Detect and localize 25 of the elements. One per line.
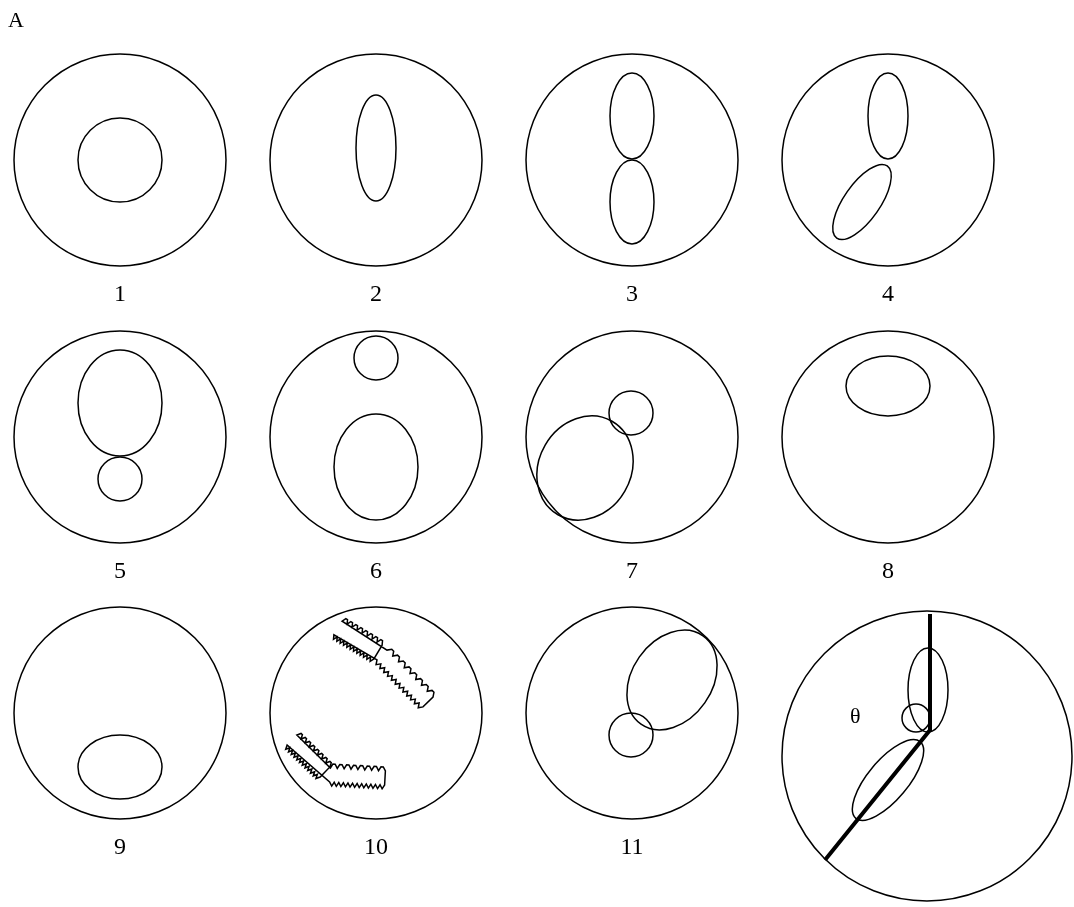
panel-letter: A [8,8,24,32]
circle-diagram [13,330,227,544]
circle-diagram [781,610,1073,902]
circle-diagram [269,53,483,267]
circle-diagram [525,606,739,820]
circle-diagram [13,53,227,267]
circle-diagram [525,330,739,544]
circle-diagram [781,330,995,544]
figure-number: 1 [113,279,127,307]
angle-label: θ [850,704,861,728]
figure-number: 3 [625,279,639,307]
circle-diagram [269,606,483,820]
circle-diagram [13,606,227,820]
figure-number: 5 [113,556,127,584]
figure-number: 4 [881,279,895,307]
circle-diagram [269,330,483,544]
figure-number: 11 [619,832,645,860]
figure-number: 2 [369,279,383,307]
circle-diagram [781,53,995,267]
figure-number: 10 [363,832,389,860]
figure-number: 6 [369,556,383,584]
figure-number: 9 [113,832,127,860]
figure-number: 8 [881,556,895,584]
figure-number: 7 [625,556,639,584]
circle-diagram [525,53,739,267]
